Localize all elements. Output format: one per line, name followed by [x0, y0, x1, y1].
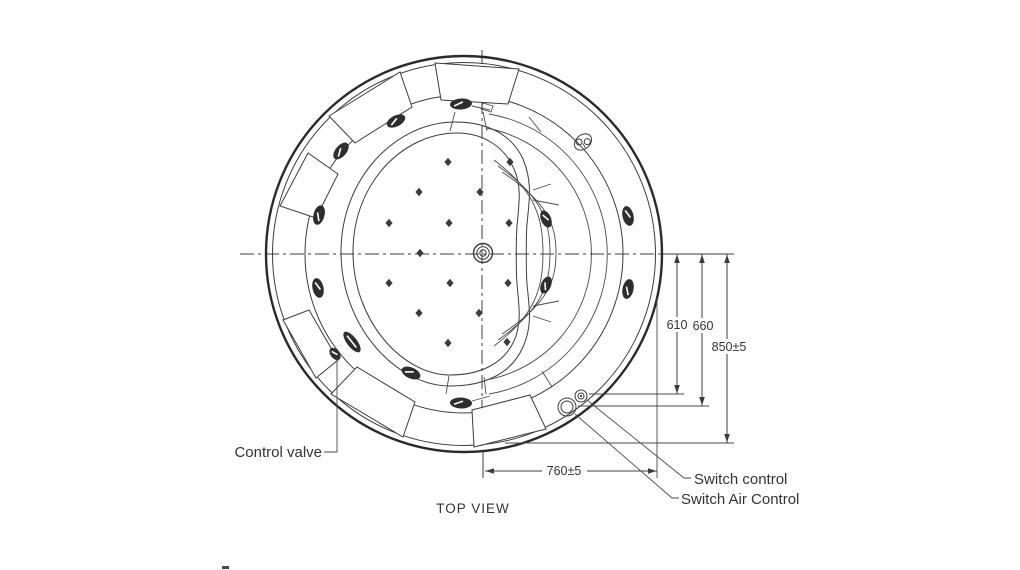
control-valve-icon: [329, 347, 341, 361]
dimension-610-value: 610: [667, 318, 688, 332]
segment-tick: [482, 111, 488, 132]
dimension-660-value: 660: [693, 319, 714, 333]
switch-control-icon: [574, 389, 588, 403]
wall-jet-icon: [312, 278, 324, 298]
wall-jet-icon: [386, 114, 406, 128]
outer-rim-inner-circle: [272, 62, 656, 446]
switch-air-control-label: Switch Air Control: [681, 491, 799, 508]
drain-icon: [472, 242, 494, 264]
back-jet-icon: [540, 276, 552, 294]
centerlines: [240, 50, 734, 478]
segment-tick: [532, 300, 560, 307]
dimension-660: 660: [690, 254, 717, 406]
basin: [340, 113, 608, 395]
wall-jet-icon: [333, 142, 349, 160]
dimension-760: 760±5: [485, 464, 657, 478]
suction-fitting-icon: [343, 331, 361, 353]
deck-fitting-icon: [573, 133, 593, 151]
rim-jet-icon: [622, 279, 634, 299]
outer-rim-circle: [264, 54, 664, 454]
dimension-850: 850±5: [708, 254, 750, 443]
segment-tick: [532, 315, 552, 323]
control-valve-leader: [324, 358, 338, 453]
view-title: TOP VIEW: [436, 501, 510, 516]
wall-jet-icon: [401, 366, 421, 380]
basin-rim-oval: [340, 121, 530, 387]
switch-control-leader: [586, 399, 691, 479]
headrest-pads: [279, 62, 547, 448]
wall-jet-icon: [450, 397, 472, 409]
tub-shell: [264, 54, 664, 454]
fitting-connector-box: [480, 102, 494, 113]
switch-control-label: Switch control: [694, 471, 787, 488]
segment-tick: [541, 370, 553, 388]
segment-tick: [532, 183, 552, 191]
segment-tick: [483, 376, 487, 395]
headrest-pad: [471, 394, 547, 448]
wall-jet-icon: [313, 205, 325, 225]
segment-ticks: [445, 102, 560, 402]
water-jets: [312, 98, 634, 409]
floor-jets: [385, 157, 514, 348]
leader-lines: [324, 358, 691, 499]
control-valve-label: Control valve: [234, 444, 322, 461]
rim-jet-icon: [622, 206, 634, 226]
wall-jet-icon: [450, 98, 472, 110]
segment-tick: [449, 111, 456, 132]
dimension-850-value: 850±5: [712, 340, 747, 354]
seat-contour-arc: [485, 127, 592, 381]
dimension-760-value: 760±5: [547, 464, 582, 478]
segment-tick: [445, 375, 450, 395]
dimension-610: 610: [664, 254, 690, 394]
headrest-pad: [279, 152, 339, 219]
headrest-pad: [434, 62, 520, 105]
seat-contour-arc: [488, 113, 608, 395]
segment-tick: [532, 199, 560, 206]
headrest-pad: [330, 366, 416, 438]
seat-back-arc: [501, 171, 557, 335]
seat-back-arc: [497, 165, 551, 341]
switch-air-control-leader: [574, 413, 679, 499]
segment-tick: [528, 116, 542, 133]
headrest-pad: [328, 71, 413, 144]
headrest-pad: [282, 309, 339, 379]
back-jet-icon: [540, 210, 552, 228]
extension-lines: [505, 298, 734, 478]
fitting-connector-line: [471, 395, 491, 402]
switch-air-control-icon: [557, 397, 577, 417]
artifact-mark: [222, 566, 229, 569]
